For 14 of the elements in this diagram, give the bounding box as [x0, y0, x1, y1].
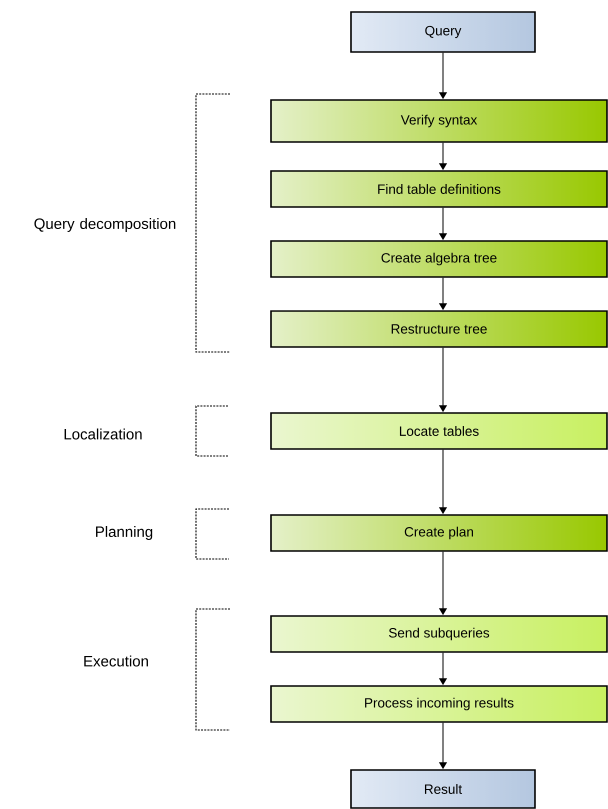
process-box: Create algebra tree	[270, 240, 608, 278]
process-box: Restructure tree	[270, 310, 608, 348]
process-box: Find table definitions	[270, 170, 608, 208]
process-box: Create plan	[270, 514, 608, 552]
start-end-box: Result	[350, 769, 536, 809]
stage-label: Query decomposition	[34, 218, 176, 232]
process-box: Locate tables	[270, 412, 608, 450]
process-box: Process incoming results	[270, 685, 608, 723]
process-box: Send subqueries	[270, 615, 608, 653]
process-box: Verify syntax	[270, 99, 608, 143]
stage-label: Localization	[64, 428, 142, 440]
start-end-box: Query	[350, 11, 536, 53]
stage-label: Planning	[96, 526, 152, 540]
stage-label: Execution	[84, 655, 148, 666]
